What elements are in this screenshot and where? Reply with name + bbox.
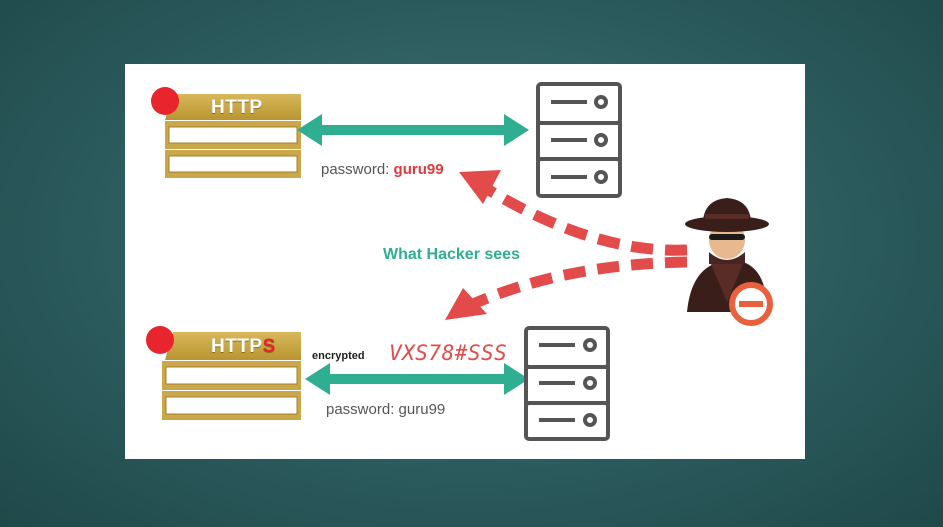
http-label: HTTP xyxy=(211,97,263,118)
http-password-value: guru99 xyxy=(393,161,444,178)
https-password-line: password: guru99 xyxy=(326,402,445,417)
http-connection-arrow xyxy=(297,114,529,146)
https-connection-arrow xyxy=(305,363,529,395)
http-password-label: password: xyxy=(321,161,390,178)
http-server-icon xyxy=(536,82,622,198)
https-label: HTTPS xyxy=(211,337,276,356)
http-password-line: password: guru99 xyxy=(321,162,444,177)
https-server-icon xyxy=(524,326,610,441)
https-label-suffix: S xyxy=(262,336,276,357)
encrypted-label: encrypted xyxy=(312,350,365,362)
diagram-graphics xyxy=(146,82,773,441)
forbidden-icon xyxy=(729,282,773,326)
attack-arrow-to-http xyxy=(459,170,688,256)
https-label-prefix: HTTP xyxy=(211,336,263,357)
https-password-label: password: xyxy=(326,401,395,418)
diagram-canvas: HTTP password: guru99 What Hacker sees H… xyxy=(125,64,805,459)
https-password-value: guru99 xyxy=(398,401,446,418)
attack-arrow-to-https xyxy=(445,256,688,320)
http-red-dot xyxy=(151,87,179,115)
https-red-dot xyxy=(146,326,174,354)
http-browser-icon xyxy=(151,87,301,178)
https-browser-icon xyxy=(146,326,301,420)
hacker-caption: What Hacker sees xyxy=(383,246,520,263)
cipher-text: VXS78#SSS xyxy=(389,341,508,365)
